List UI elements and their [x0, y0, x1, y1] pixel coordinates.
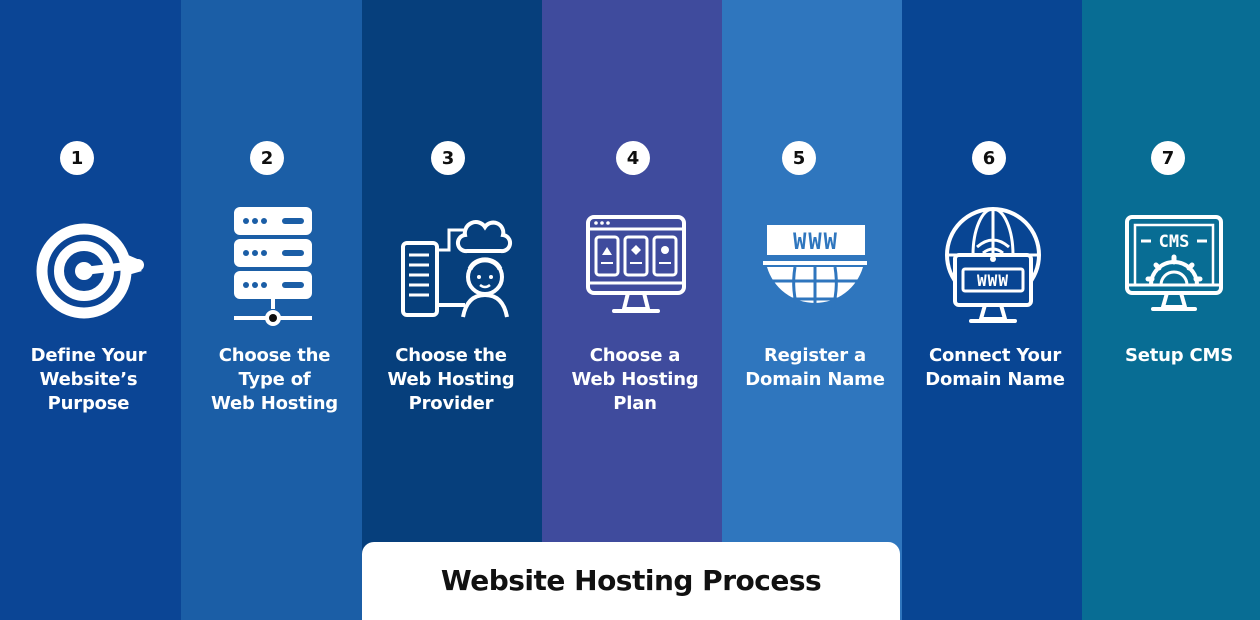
step-6-label-line-1: Connect Your — [929, 345, 1061, 366]
step-5-label-line-1: Register a — [764, 345, 866, 366]
target-icon-svg — [36, 223, 144, 319]
svg-text:CMS: CMS — [1159, 232, 1190, 252]
step-1-label-line-2: Website’s — [39, 369, 138, 390]
target-icon — [30, 205, 150, 330]
step-1-label-line-3: Purpose — [47, 393, 130, 414]
step-4-label: Choose a Web Hosting Plan — [545, 344, 725, 416]
step-3-label-line-3: Provider — [408, 393, 494, 414]
footer-title-panel: Website Hosting Process — [362, 542, 900, 620]
step-3-label-line-1: Choose the — [395, 345, 507, 366]
step-3-label-line-2: Web Hosting — [387, 369, 515, 390]
step-5-number-badge: 5 — [782, 141, 816, 175]
server-stack-icon-svg — [234, 207, 312, 326]
step-4-label-line-1: Choose a — [589, 345, 681, 366]
step-3-label: Choose the Web Hosting Provider — [361, 344, 541, 416]
step-4-number-badge: 4 — [616, 141, 650, 175]
www-globe-icon-svg: WWW — [763, 225, 867, 315]
hosting-provider-icon — [395, 205, 515, 330]
step-6-number-badge: 6 — [972, 141, 1006, 175]
hosting-provider-icon-svg — [401, 220, 513, 318]
step-6-column: 6 WWW Connect Your Domain Name — [902, 0, 1082, 620]
step-4-label-line-3: Plan — [613, 393, 657, 414]
step-4-column: 4 Choose a Web Hosting — [542, 0, 722, 620]
svg-text:WWW: WWW — [793, 230, 839, 255]
step-2-column: 2 Choose the — [181, 0, 362, 620]
step-2-label-line-3: Web Hosting — [211, 393, 338, 414]
step-2-number-badge: 2 — [250, 141, 284, 175]
globe-www-screen-icon: WWW — [933, 205, 1053, 330]
step-2-label-line-1: Choose the — [218, 345, 331, 366]
step-7-column: 7 CMS — [1082, 0, 1260, 620]
step-2-label-line-2: Type of — [238, 369, 311, 390]
server-stack-icon — [212, 205, 332, 330]
cms-monitor-icon-svg: CMS — [1125, 215, 1223, 311]
step-2-label: Choose the Type of Web Hosting — [184, 344, 365, 416]
step-6-label-line-2: Domain Name — [925, 369, 1065, 390]
diagram-title: Website Hosting Process — [440, 563, 822, 597]
www-globe-icon: WWW — [755, 205, 875, 330]
monitor-plan-icon — [574, 205, 694, 330]
step-1-label-line-1: Define Your — [30, 345, 147, 366]
step-7-label-line-1: Setup CMS — [1124, 345, 1234, 366]
step-4-label-line-2: Web Hosting — [571, 369, 699, 390]
step-5-label: Register a Domain Name — [725, 344, 905, 392]
monitor-plan-icon-svg — [586, 215, 686, 313]
step-3-column: 3 Choose the Web Hosting — [362, 0, 542, 620]
globe-www-screen-icon-svg: WWW — [945, 207, 1041, 323]
cms-monitor-icon: CMS — [1113, 205, 1233, 330]
step-1-column: 1 Define Your Website’s Purpose — [0, 0, 181, 620]
step-5-label-line-2: Domain Name — [745, 369, 885, 390]
step-6-label: Connect Your Domain Name — [905, 344, 1085, 392]
step-5-column: 5 WWW Register a Domain Name — [722, 0, 902, 620]
step-3-number-badge: 3 — [431, 141, 465, 175]
step-1-label: Define Your Website’s Purpose — [0, 344, 179, 416]
svg-text:WWW: WWW — [977, 271, 1009, 290]
step-7-number-badge: 7 — [1151, 141, 1185, 175]
step-7-label: Setup CMS — [1090, 344, 1260, 368]
step-1-number-badge: 1 — [60, 141, 94, 175]
